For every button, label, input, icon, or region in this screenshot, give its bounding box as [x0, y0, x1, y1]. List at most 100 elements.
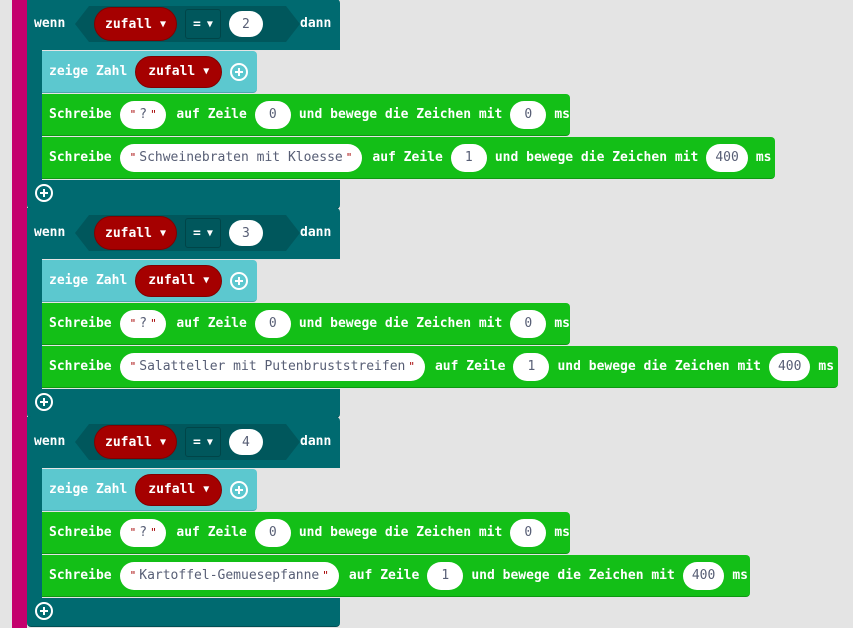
unit-label: ms	[755, 150, 772, 165]
line-input[interactable]: 0	[254, 100, 291, 129]
write-text-block[interactable]: Schreibe "Salatteller mit Putenbruststrei…	[42, 346, 838, 388]
operator-dropdown[interactable]: =▼	[185, 9, 221, 39]
text-input[interactable]: "?"	[119, 518, 167, 547]
delay-input[interactable]: 400	[706, 143, 748, 172]
delay-input[interactable]: 0	[510, 309, 547, 338]
add-else-icon[interactable]	[35, 393, 53, 411]
delay-input[interactable]: 400	[768, 352, 811, 381]
quote-open: "	[129, 360, 137, 373]
move-label: und bewege die Zeichen mit	[298, 107, 503, 122]
line-label: auf Zeile	[348, 568, 420, 583]
move-label: und bewege die Zeichen mit	[298, 316, 503, 331]
variable-dropdown[interactable]: zufall▼	[94, 216, 177, 250]
dropdown-arrow-icon: ▼	[203, 66, 210, 77]
add-parameter-icon[interactable]	[230, 62, 249, 81]
write-text-block[interactable]: Schreibe"Schweinebraten mit Kloesse"auf …	[42, 137, 775, 179]
line-input[interactable]: 0	[254, 518, 291, 547]
value: 3	[241, 225, 250, 241]
compare-value-input[interactable]: 2	[228, 11, 263, 37]
compare-value-input[interactable]: 3	[228, 220, 263, 246]
write-text-block[interactable]: Schreibe "Kartoffel-Gemuesepfanne" auf Zei…	[42, 555, 750, 597]
line-input[interactable]: 1	[427, 561, 464, 590]
event-stack-bar[interactable]	[12, 0, 27, 628]
condition: zufall▼ =▼ 4	[94, 425, 263, 459]
unit-label: ms	[554, 107, 570, 122]
line-value: 1	[441, 568, 450, 583]
add-else-icon[interactable]	[35, 602, 53, 620]
show-number-block[interactable]: zeige Zahl zufall▼	[42, 469, 257, 511]
unit-label: ms	[554, 525, 570, 540]
then-keyword: dann	[300, 16, 332, 31]
line-value: 1	[464, 150, 473, 165]
delay-input[interactable]: 0	[510, 518, 547, 547]
variable-name: zufall	[148, 482, 196, 497]
add-else-icon[interactable]	[35, 184, 53, 202]
variable-dropdown[interactable]: zufall▼	[94, 425, 177, 459]
show-number-block[interactable]: zeige Zahl zufall▼	[42, 260, 257, 302]
value: 4	[241, 434, 250, 450]
dropdown-arrow-icon: ▼	[206, 227, 213, 239]
variable-dropdown[interactable]: zufall▼	[135, 264, 223, 297]
if-footer	[27, 389, 340, 418]
line-label: auf Zeile	[176, 107, 247, 122]
unit-label: ms	[554, 316, 570, 331]
text-input[interactable]: "?"	[119, 309, 167, 338]
write-label: Schreibe	[49, 525, 112, 540]
text-input[interactable]: "Kartoffel-Gemuesepfanne"	[119, 561, 339, 590]
delay-value: 400	[715, 150, 739, 165]
condition: zufall▼ =▼ 2	[94, 7, 263, 41]
move-label: und bewege die Zeichen mit	[557, 359, 761, 374]
variable-dropdown[interactable]: zufall▼	[135, 473, 223, 506]
if-header[interactable]: wenn zufall▼ =▼ 2 dann	[27, 0, 340, 50]
add-parameter-icon[interactable]	[230, 271, 249, 290]
quote-open: "	[129, 108, 137, 121]
if-keyword: wenn	[34, 16, 66, 31]
line-input[interactable]: 1	[513, 352, 550, 381]
variable-name: zufall	[148, 64, 196, 79]
show-number-label: zeige Zahl	[49, 482, 128, 497]
variable-name: zufall	[105, 225, 152, 241]
write-label: Schreibe	[49, 359, 112, 374]
delay-value: 0	[524, 525, 533, 540]
quote-close: "	[345, 151, 353, 164]
operator-dropdown[interactable]: =▼	[185, 427, 221, 457]
write-label: Schreibe	[49, 568, 112, 583]
if-body-spine	[27, 259, 42, 389]
line-input[interactable]: 1	[450, 143, 487, 172]
show-number-block[interactable]: zeige Zahl zufall ▼	[42, 51, 257, 93]
quote-open: "	[129, 317, 137, 330]
variable-dropdown[interactable]: zufall ▼	[135, 55, 223, 88]
write-label: Schreibe	[49, 316, 112, 331]
line-value: 0	[268, 316, 277, 331]
text-value: Kartoffel-Gemuesepfanne	[139, 568, 320, 583]
text-input[interactable]: "Schweinebraten mit Kloesse"	[119, 143, 363, 172]
compare-value-input[interactable]: 4	[228, 429, 263, 455]
delay-input[interactable]: 0	[510, 100, 547, 129]
delay-value: 0	[524, 107, 533, 122]
delay-input[interactable]: 400	[682, 561, 725, 590]
if-body-spine	[27, 50, 42, 180]
quote-close: "	[150, 108, 157, 121]
show-number-label: zeige Zahl	[49, 273, 128, 288]
then-keyword: dann	[300, 434, 332, 449]
if-keyword: wenn	[34, 225, 66, 240]
quote-close: "	[322, 569, 329, 582]
text-input[interactable]: "Salatteller mit Putenbruststreifen"	[119, 352, 425, 381]
text-input[interactable]: "?"	[119, 100, 167, 129]
show-number-label: zeige Zahl	[49, 64, 128, 79]
variable-dropdown[interactable]: zufall▼	[94, 7, 177, 41]
variable-name: zufall	[105, 16, 152, 32]
add-parameter-icon[interactable]	[230, 480, 249, 499]
text-value: ?	[139, 525, 148, 540]
line-input[interactable]: 0	[254, 309, 291, 338]
unit-label: ms	[732, 568, 748, 583]
operator-dropdown[interactable]: =▼	[185, 218, 221, 248]
